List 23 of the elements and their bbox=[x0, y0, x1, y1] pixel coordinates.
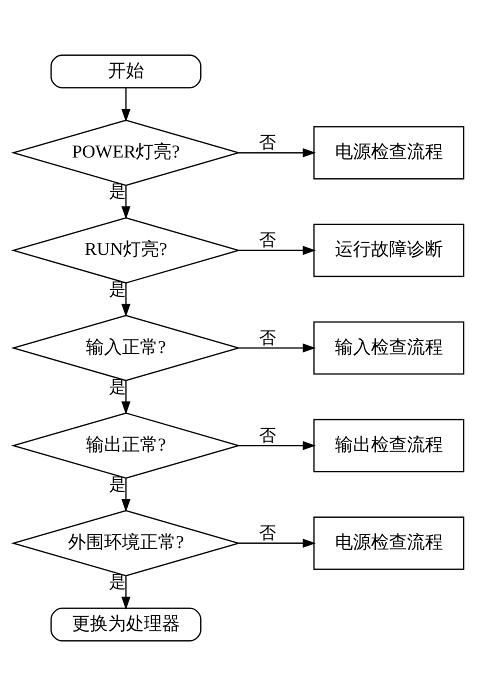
node-box: 开始 bbox=[50, 54, 202, 88]
edge-label: 否 bbox=[259, 426, 276, 445]
edge-label: 否 bbox=[259, 328, 276, 348]
edge-label: 否 bbox=[259, 524, 276, 543]
arrow bbox=[238, 148, 316, 158]
arrow bbox=[121, 186, 130, 220]
node-box: 运行故障诊断 bbox=[313, 224, 464, 278]
arrow bbox=[121, 380, 130, 414]
arrow bbox=[238, 441, 316, 450]
node-box: 输入检查流程 bbox=[313, 321, 464, 375]
arrow bbox=[121, 478, 130, 512]
node-box: 更换为处理器 bbox=[50, 608, 202, 642]
arrow bbox=[238, 343, 316, 353]
node-box: 输出检查流程 bbox=[313, 418, 464, 472]
arrow bbox=[238, 246, 316, 255]
arrow bbox=[121, 576, 130, 610]
arrow bbox=[121, 88, 130, 122]
arrow bbox=[238, 538, 316, 548]
node-box: 电源检查流程 bbox=[313, 126, 464, 180]
node-box: 电源检查流程 bbox=[313, 516, 464, 570]
edge-label: 否 bbox=[259, 133, 276, 152]
edge-label: 否 bbox=[259, 230, 276, 250]
arrow bbox=[121, 283, 130, 317]
